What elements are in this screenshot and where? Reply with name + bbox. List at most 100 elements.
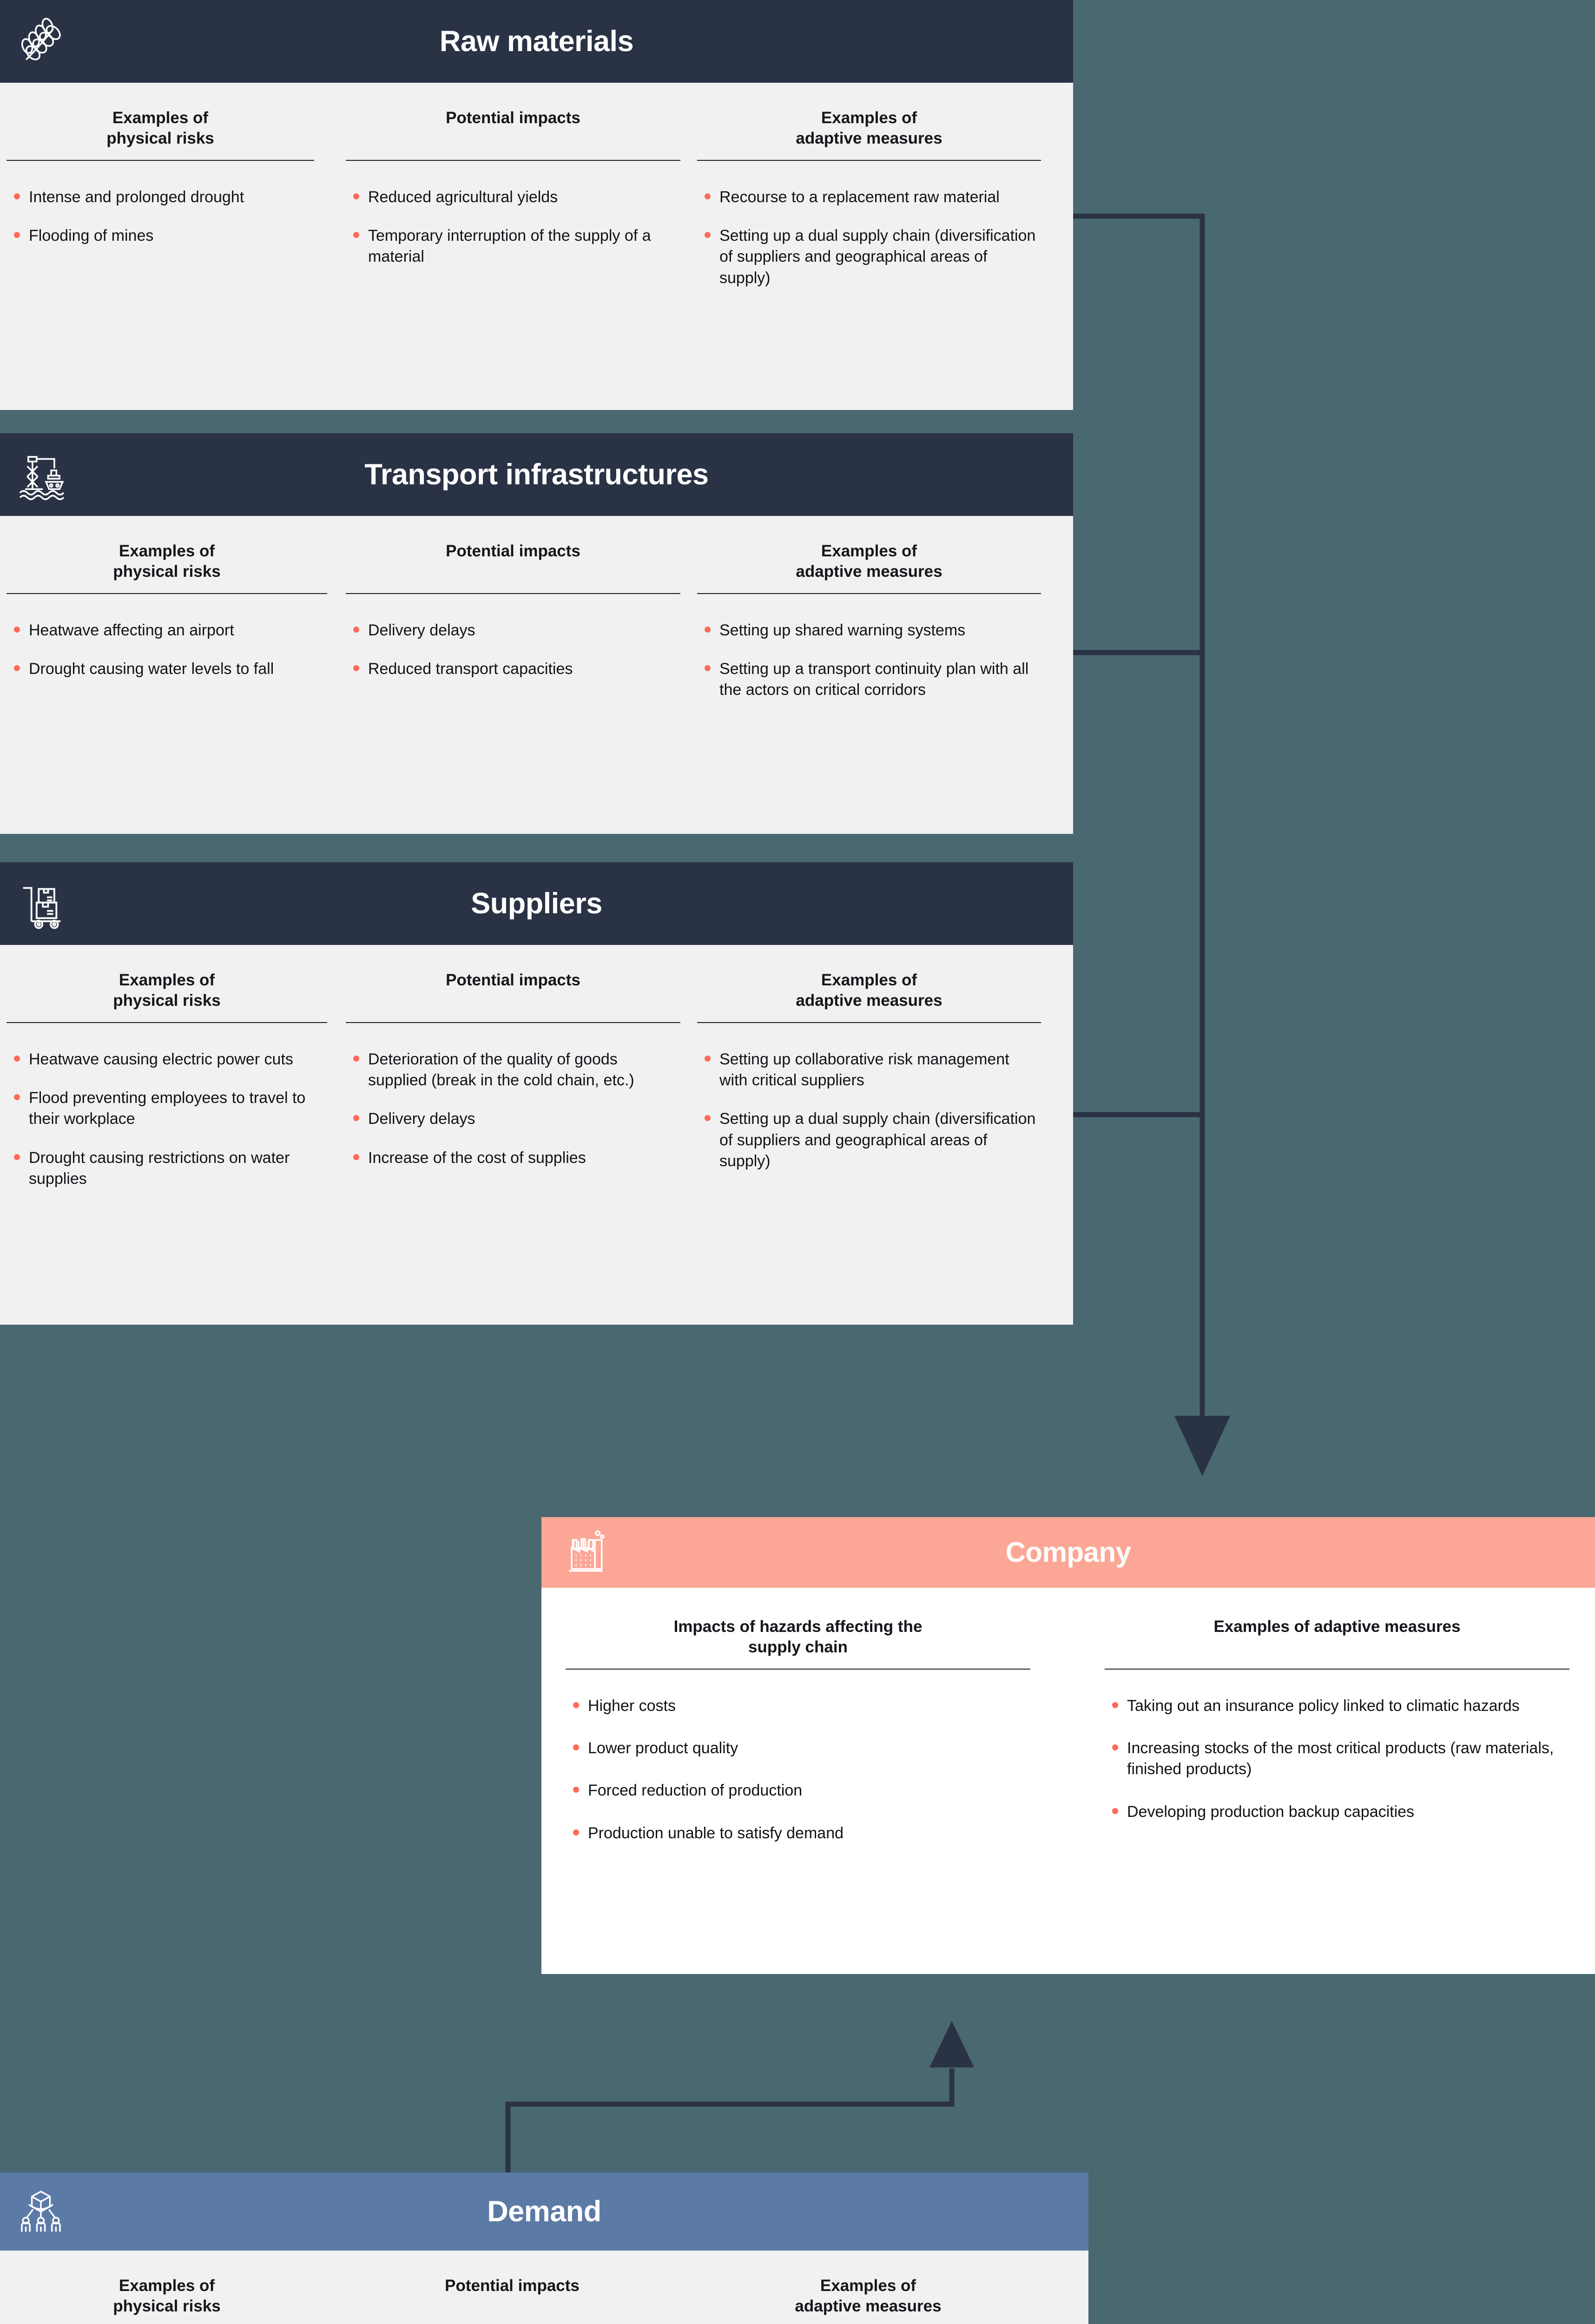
column-potential-impacts: Potential impacts Delivery delays Reduce…	[346, 536, 680, 719]
list-item: Flood preventing employees to travel to …	[7, 1088, 327, 1129]
bullet-list: Intense and prolonged drought Flooding o…	[7, 187, 314, 246]
column-divider	[697, 1022, 1041, 1023]
bullet-list: Heatwave causing electric power cuts Flo…	[7, 1049, 327, 1189]
column-heading: Potential impacts	[446, 971, 580, 989]
column-divider	[566, 1669, 1030, 1670]
column-heading: Potential impacts	[446, 109, 580, 127]
bullet-list: Heatwave affecting an airport Drought ca…	[7, 620, 327, 680]
column-divider	[7, 593, 327, 594]
column-divider	[346, 160, 680, 161]
list-item: Taking out an insurance policy linked to…	[1105, 1696, 1569, 1717]
bullet-list: Delivery delays Reduced transport capaci…	[346, 620, 680, 680]
list-item: Temporary interruption of the supply of …	[346, 225, 680, 267]
column-potential-impacts: Potential impacts Reduced agricultural y…	[346, 103, 680, 306]
card-title: Raw materials	[439, 25, 634, 58]
column-heading: Examples of adaptive measures	[1213, 1618, 1461, 1636]
list-item: Increasing stocks of the most critical p…	[1105, 1738, 1569, 1780]
list-item: Delivery delays	[346, 620, 680, 641]
column-heading: Potential impacts	[445, 2277, 580, 2295]
list-item: Recourse to a replacement raw material	[697, 187, 1041, 208]
list-item: Flooding of mines	[7, 225, 314, 246]
factory-icon	[557, 1526, 609, 1578]
column-divider	[7, 1022, 327, 1023]
column-divider	[7, 160, 314, 161]
column-divider	[697, 593, 1041, 594]
column-divider	[697, 160, 1041, 161]
list-item: Setting up shared warning systems	[697, 620, 1041, 641]
product-to-people-icon	[16, 2185, 68, 2238]
card-header-suppliers: Suppliers	[0, 862, 1073, 945]
port-crane-ship-icon	[16, 449, 68, 501]
card-title: Suppliers	[471, 887, 602, 920]
bullet-list: Deterioration of the quality of goods su…	[346, 1049, 680, 1169]
list-item: Setting up a transport continuity plan w…	[697, 659, 1041, 700]
card-header-company: Company	[541, 1517, 1595, 1588]
card-title: Demand	[487, 2195, 601, 2228]
card-title: Company	[1005, 1537, 1131, 1568]
list-item: Heatwave causing electric power cuts	[7, 1049, 327, 1070]
list-item: Lower product quality	[566, 1738, 1030, 1759]
list-item: Forced reduction of production	[566, 1780, 1030, 1801]
bullet-list: Higher costs Lower product quality Force…	[566, 1696, 1030, 1844]
column-divider	[346, 593, 680, 594]
list-item: Developing production backup capacities	[1105, 1802, 1569, 1822]
list-item: Higher costs	[566, 1696, 1030, 1717]
bullet-list: Recourse to a replacement raw material S…	[697, 187, 1041, 289]
list-item: Reduced transport capacities	[346, 659, 680, 680]
list-item: Delivery delays	[346, 1109, 680, 1129]
card-company: Company Impacts of hazards affecting the…	[541, 1517, 1595, 1974]
wheat-icon	[16, 15, 68, 67]
list-item: Setting up a dual supply chain (diversif…	[697, 1109, 1041, 1172]
column-adaptive-measures: Examples of adaptive measures Taking out…	[1105, 1612, 1569, 1865]
card-header-transport: Transport infrastructures	[0, 433, 1073, 516]
card-header-raw-materials: Raw materials	[0, 0, 1073, 83]
list-item: Setting up a dual supply chain (diversif…	[697, 225, 1041, 289]
card-title: Transport infrastructures	[364, 458, 709, 491]
list-item: Deterioration of the quality of goods su…	[346, 1049, 680, 1091]
list-item: Drought causing restrictions on water su…	[7, 1148, 327, 1189]
bullet-list: Reduced agricultural yields Temporary in…	[346, 187, 680, 268]
column-potential-impacts: Potential impacts Deterioration of the q…	[346, 965, 680, 1207]
list-item: Drought causing water levels to fall	[7, 659, 327, 680]
column-divider	[1105, 1669, 1569, 1670]
column-potential-impacts: Potential impacts Sudden rise in demand …	[349, 2271, 675, 2324]
list-item: Increase of the cost of supplies	[346, 1148, 680, 1169]
column-heading: Potential impacts	[446, 542, 580, 560]
list-item: Intense and prolonged drought	[7, 187, 314, 208]
bullet-list: Setting up collaborative risk management…	[697, 1049, 1041, 1172]
bullet-list: Setting up shared warning systems Settin…	[697, 620, 1041, 701]
card-header-demand: Demand	[0, 2172, 1088, 2251]
list-item: Production unable to satisfy demand	[566, 1823, 1030, 1844]
list-item: Heatwave affecting an airport	[7, 620, 327, 641]
hand-truck-boxes-icon	[16, 878, 68, 930]
list-item: Reduced agricultural yields	[346, 187, 680, 208]
list-item: Setting up collaborative risk management…	[697, 1049, 1041, 1091]
bullet-list: Taking out an insurance policy linked to…	[1105, 1696, 1569, 1822]
